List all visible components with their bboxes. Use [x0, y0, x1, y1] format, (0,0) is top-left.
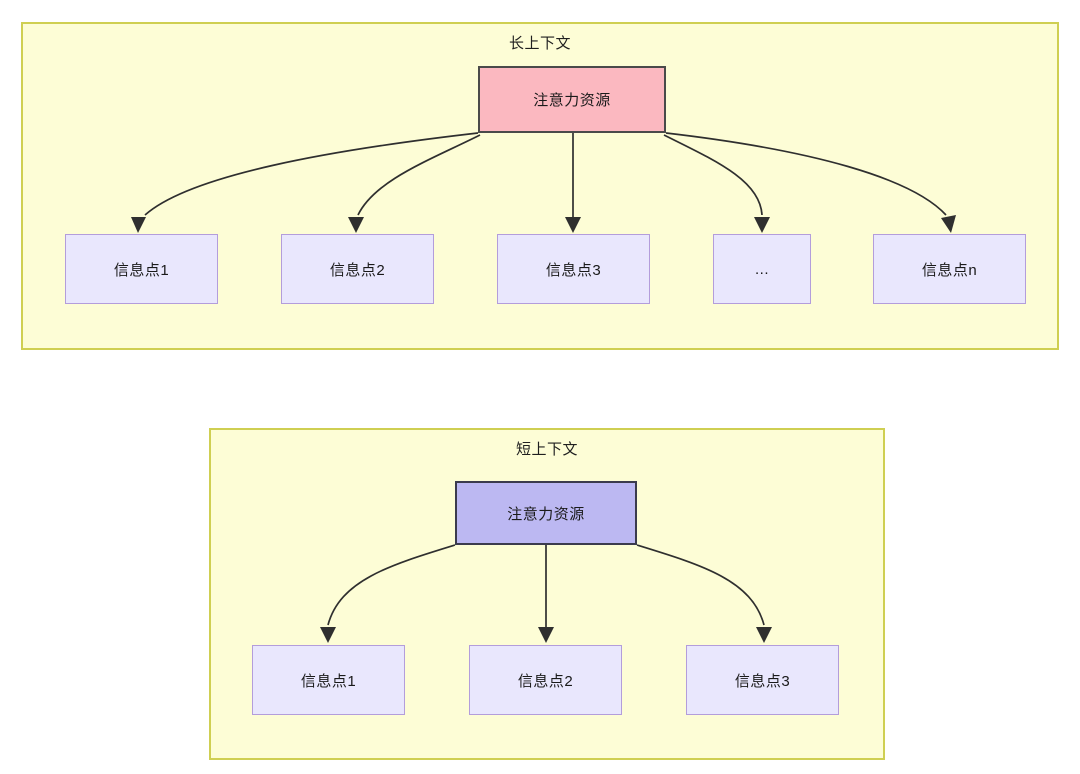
node-long-info-point-1[interactable]: 信息点1 [65, 234, 218, 304]
node-long-info-point-2[interactable]: 信息点2 [281, 234, 434, 304]
node-short-attention-resource[interactable]: 注意力资源 [455, 481, 637, 545]
node-long-attention-resource[interactable]: 注意力资源 [478, 66, 666, 133]
node-short-info-point-3-label: 信息点3 [734, 672, 791, 690]
node-long-info-point-1-label: 信息点1 [113, 261, 170, 279]
node-long-info-point-n-label: 信息点n [921, 261, 978, 279]
panel-long-context-title: 长上下文 [508, 35, 571, 52]
node-short-info-point-1[interactable]: 信息点1 [252, 645, 405, 715]
node-long-info-point-n[interactable]: 信息点n [873, 234, 1026, 304]
node-long-info-point-3-label: 信息点3 [545, 261, 602, 279]
node-short-info-point-1-label: 信息点1 [300, 672, 357, 690]
node-short-attention-resource-label: 注意力资源 [507, 505, 585, 523]
node-long-info-point-3[interactable]: 信息点3 [497, 234, 650, 304]
node-short-info-point-2-label: 信息点2 [517, 672, 574, 690]
node-short-info-point-3[interactable]: 信息点3 [686, 645, 839, 715]
node-long-info-point-ellipsis[interactable]: ... [713, 234, 811, 304]
panel-short-context-title: 短上下文 [515, 441, 578, 458]
node-short-info-point-2[interactable]: 信息点2 [469, 645, 622, 715]
node-long-info-point-ellipsis-label: ... [754, 260, 769, 278]
node-long-attention-resource-label: 注意力资源 [533, 92, 611, 109]
node-long-info-point-2-label: 信息点2 [329, 261, 386, 279]
